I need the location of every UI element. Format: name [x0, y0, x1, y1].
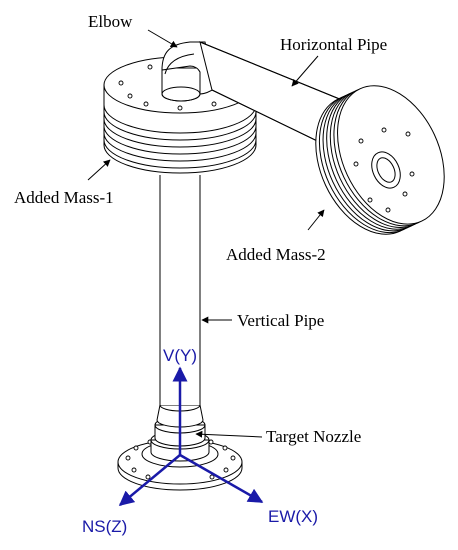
axis-ns-label: NS(Z): [82, 517, 127, 536]
vertical-pipe-label: Vertical Pipe: [237, 311, 324, 330]
added-mass-2-callout-arrow: [307, 209, 325, 231]
target-nozzle-label: Target Nozzle: [266, 427, 361, 446]
added-mass-1-label: Added Mass-1: [14, 188, 114, 207]
horizontal-pipe-callout-arrow: [291, 55, 319, 87]
axis-ew-label: EW(X): [268, 507, 318, 526]
added-mass-2-center-bore: [371, 151, 401, 189]
added-mass-2-disk: [315, 85, 445, 235]
part-labels: Elbow Horizontal Pipe Added Mass-1 Added…: [14, 12, 387, 446]
added-mass-2-bolt-holes: [353, 127, 415, 213]
callout-arrows: [87, 29, 325, 438]
elbow: [161, 41, 216, 102]
elbow-callout-arrow: [147, 29, 178, 48]
added-mass-1-bolt-holes: [118, 64, 234, 111]
axis-vertical-label: V(Y): [163, 346, 197, 365]
target-nozzle-callout-arrow: [195, 430, 263, 438]
added-mass-2-label: Added Mass-2: [226, 245, 326, 264]
axis-ew-arrow: [179, 453, 264, 504]
axis-ns-arrow: [118, 454, 181, 506]
coordinate-axes: V(Y) NS(Z) EW(X): [82, 346, 318, 536]
horizontal-pipe-label: Horizontal Pipe: [280, 35, 387, 54]
elbow-label: Elbow: [88, 12, 133, 31]
added-mass-1-callout-arrow: [87, 159, 111, 181]
